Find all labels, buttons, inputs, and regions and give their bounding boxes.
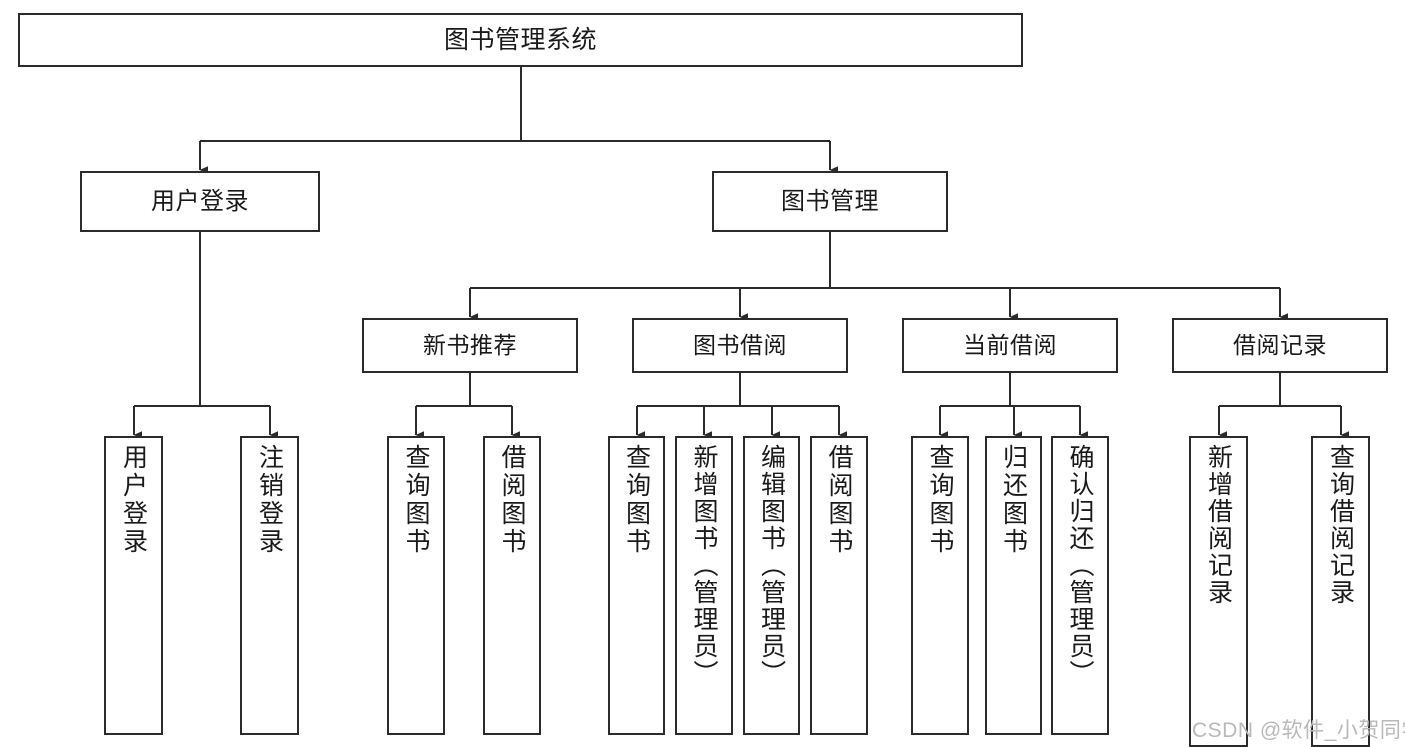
node-book-manage[interactable]: 图书管理 xyxy=(712,171,948,232)
node-label: 编辑图书（管理员） xyxy=(757,444,786,687)
node-book-borrow[interactable]: 图书借阅 xyxy=(632,318,848,373)
node-label: 新增图书（管理员） xyxy=(690,444,718,687)
node-leaf-query-book-1[interactable]: 查询图书 xyxy=(387,436,445,735)
node-leaf-return-book[interactable]: 归还图书 xyxy=(985,436,1042,735)
node-label: 归还图书 xyxy=(999,444,1028,556)
node-current-borrow[interactable]: 当前借阅 xyxy=(902,318,1118,373)
node-label: 查询借阅记录 xyxy=(1326,444,1355,606)
node-leaf-logout[interactable]: 注销登录 xyxy=(240,436,299,735)
node-leaf-user-login[interactable]: 用户登录 xyxy=(104,436,163,735)
edge-group xyxy=(132,67,1350,439)
node-leaf-query-book-2[interactable]: 查询图书 xyxy=(608,436,665,735)
node-label: 新增借阅记录 xyxy=(1204,444,1233,606)
node-label: 确认归还（管理员） xyxy=(1066,444,1094,687)
node-leaf-edit-book[interactable]: 编辑图书（管理员） xyxy=(743,436,800,735)
node-label: 查询图书 xyxy=(622,444,651,556)
node-label: 当前借阅 xyxy=(963,332,1057,359)
node-label: 借阅图书 xyxy=(498,444,526,556)
node-label: 查询图书 xyxy=(926,444,954,556)
node-leaf-confirm-return[interactable]: 确认归还（管理员） xyxy=(1051,436,1109,735)
node-label: 借阅记录 xyxy=(1233,332,1327,359)
node-label: 新书推荐 xyxy=(423,332,517,359)
node-leaf-add-record[interactable]: 新增借阅记录 xyxy=(1189,436,1248,747)
node-label: 用户登录 xyxy=(119,444,148,556)
node-user-login[interactable]: 用户登录 xyxy=(80,171,320,232)
node-leaf-borrow-book-2[interactable]: 借阅图书 xyxy=(810,436,868,735)
node-label: 图书管理系统 xyxy=(443,25,597,54)
node-label: 图书借阅 xyxy=(693,332,787,359)
node-leaf-borrow-book-1[interactable]: 借阅图书 xyxy=(483,436,541,735)
node-new-book-recommend[interactable]: 新书推荐 xyxy=(362,318,578,373)
node-label: 图书管理 xyxy=(781,187,879,215)
node-label: 查询图书 xyxy=(402,444,430,556)
node-leaf-query-record[interactable]: 查询借阅记录 xyxy=(1311,436,1370,747)
node-label: 借阅图书 xyxy=(825,444,853,556)
node-root-root[interactable]: 图书管理系统 xyxy=(18,13,1023,67)
node-leaf-add-book[interactable]: 新增图书（管理员） xyxy=(675,436,733,735)
node-borrow-record[interactable]: 借阅记录 xyxy=(1172,318,1388,373)
node-leaf-query-book-3[interactable]: 查询图书 xyxy=(911,436,969,735)
node-label: 用户登录 xyxy=(151,187,249,215)
node-label: 注销登录 xyxy=(255,444,284,556)
